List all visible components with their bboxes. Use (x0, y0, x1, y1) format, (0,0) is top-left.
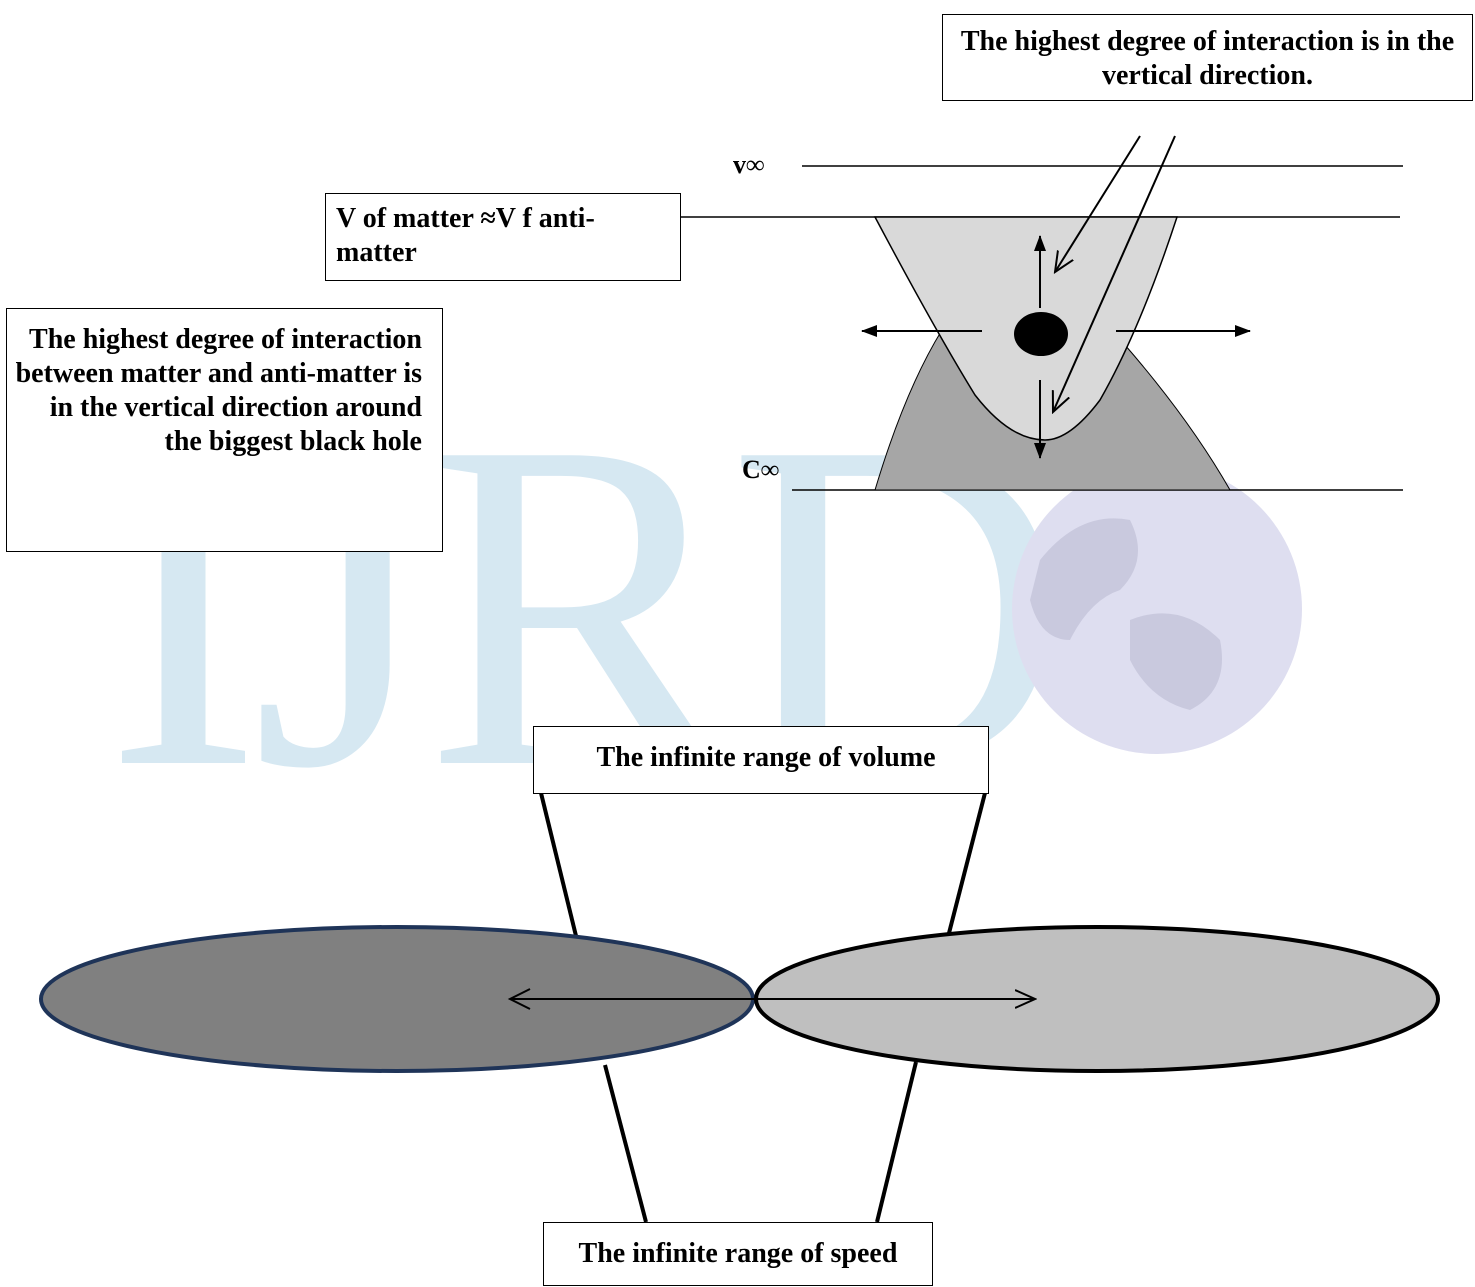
volume-text: The infinite range of volume (596, 742, 936, 773)
c-inf-label: C∞ (742, 455, 780, 484)
top-right-text: The highest degree of interaction is in … (960, 26, 1455, 91)
volume-box: The infinite range of volume (533, 726, 989, 794)
speed-line-left (603, 1064, 648, 1223)
pointer-arrow-1 (1055, 135, 1141, 272)
top-right-box: The highest degree of interaction is in … (942, 14, 1473, 101)
double-arrow-left-head (507, 988, 531, 1010)
v-matter-text: V of matter ≈V f anti-matter (336, 203, 595, 268)
volume-line-left (539, 792, 579, 941)
pointer-arrow-2 (1053, 135, 1176, 412)
volume-line-right (946, 792, 987, 938)
black-hole (1014, 312, 1068, 356)
speed-text: The infinite range of speed (578, 1238, 898, 1269)
v-inf-label: v∞ (733, 150, 765, 179)
speed-line-right (875, 1061, 918, 1223)
v-matter-box: V of matter ≈V f anti-matter (325, 193, 681, 281)
left-box-text: The highest degree of interaction betwee… (15, 324, 422, 457)
left-box: The highest degree of interaction betwee… (6, 308, 443, 552)
speed-box: The infinite range of speed (543, 1222, 933, 1286)
